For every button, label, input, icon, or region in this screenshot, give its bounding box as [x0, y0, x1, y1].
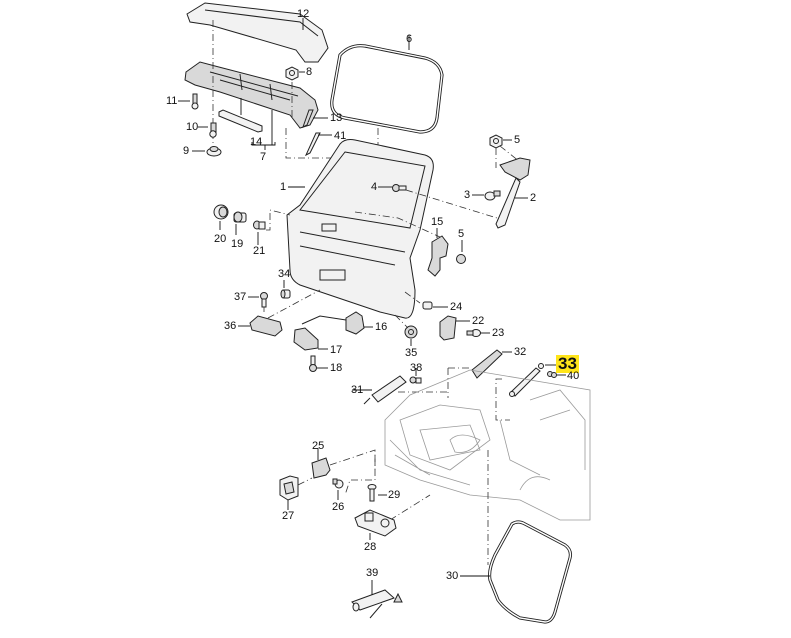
part-41-strip[interactable]: [304, 132, 321, 157]
callout-3[interactable]: 3: [464, 189, 471, 201]
part-16-actuator[interactable]: [301, 311, 365, 335]
dash-line-25: [329, 449, 376, 470]
callout-35[interactable]: 35: [405, 347, 418, 359]
part-28-striker[interactable]: [354, 509, 397, 537]
part-21-bushing[interactable]: [253, 220, 266, 230]
callout-16[interactable]: 16: [375, 321, 388, 333]
part-35-bumper[interactable]: [404, 325, 418, 339]
dash-line-33: [495, 378, 510, 421]
callout-17[interactable]: 17: [330, 344, 343, 356]
part-23-screw[interactable]: [466, 329, 481, 337]
callout-18[interactable]: 18: [330, 362, 343, 374]
callout-31[interactable]: 31: [351, 384, 364, 396]
callout-38[interactable]: 38: [410, 362, 423, 374]
callout-27[interactable]: 27: [282, 510, 295, 522]
callout-4[interactable]: 4: [371, 181, 378, 193]
callout-13[interactable]: 13: [330, 112, 343, 124]
callout-1[interactable]: 1: [280, 181, 287, 193]
dash-line-35: [394, 314, 409, 329]
part-5-nut-top[interactable]: [489, 134, 503, 149]
part-9-grommet[interactable]: [206, 146, 222, 157]
part-11-screw[interactable]: [191, 93, 199, 110]
part-30-tailgate-seal[interactable]: [487, 520, 573, 624]
part-36-handle[interactable]: [249, 315, 283, 337]
callout-30[interactable]: 30: [446, 570, 459, 582]
part-13-clip[interactable]: [302, 109, 314, 129]
callout-41[interactable]: 41: [334, 130, 347, 142]
part-14-strip[interactable]: [218, 109, 263, 133]
part-6-window-seal[interactable]: [330, 44, 444, 134]
callout-20[interactable]: 20: [214, 233, 227, 245]
dash-line-27b: [297, 477, 313, 486]
part-7-bracket[interactable]: [184, 61, 319, 129]
callout-29[interactable]: 29: [388, 489, 401, 501]
part-12-spoiler[interactable]: [186, 2, 329, 63]
callout-9[interactable]: 9: [183, 145, 190, 157]
callout-19[interactable]: 19: [231, 238, 244, 250]
callout-2[interactable]: 2: [530, 192, 537, 204]
part-32-trim[interactable]: [471, 349, 503, 379]
dash-line-4: [405, 189, 498, 219]
part-10-bolt[interactable]: [209, 122, 217, 138]
dash-line-13: [285, 128, 400, 159]
callout-37[interactable]: 37: [234, 291, 247, 303]
dash-line-32: [447, 367, 472, 398]
part-40-ball-stud[interactable]: [547, 371, 557, 378]
part-5-nut-lower[interactable]: [456, 254, 466, 264]
callout-21[interactable]: 21: [253, 245, 266, 257]
callout-6[interactable]: 6: [406, 33, 413, 45]
part-34-bushing[interactable]: [280, 289, 291, 299]
callout-14[interactable]: 14: [250, 136, 263, 148]
callout-8[interactable]: 8: [306, 66, 313, 78]
callout-10[interactable]: 10: [186, 121, 199, 133]
callout-24[interactable]: 24: [450, 301, 463, 313]
part-38-clip[interactable]: [409, 376, 422, 384]
part-29-bolt[interactable]: [367, 484, 377, 502]
callout-5-top[interactable]: 5: [514, 134, 521, 146]
callout-12[interactable]: 12: [297, 8, 310, 20]
callout-5-lower[interactable]: 5: [458, 228, 465, 240]
callout-26[interactable]: 26: [332, 501, 345, 513]
part-33-gas-strut[interactable]: [509, 363, 544, 397]
vehicle-body-outline: [384, 369, 591, 521]
part-19-cylinder[interactable]: [233, 211, 247, 223]
callout-28[interactable]: 28: [364, 541, 377, 553]
part-20-cap[interactable]: [213, 204, 229, 220]
part-15-latch[interactable]: [427, 235, 449, 277]
part-1-tailgate[interactable]: [286, 139, 434, 319]
callout-32[interactable]: 32: [514, 346, 527, 358]
part-2-hinge[interactable]: [495, 157, 531, 229]
callout-36[interactable]: 36: [224, 320, 237, 332]
callout-15[interactable]: 15: [431, 216, 444, 228]
callout-23[interactable]: 23: [492, 327, 505, 339]
callout-40[interactable]: 40: [567, 370, 580, 382]
callout-34[interactable]: 34: [278, 268, 291, 280]
part-39-grease-tube[interactable]: [351, 589, 403, 619]
dash-line-21: [266, 209, 291, 231]
part-3-bolt[interactable]: [484, 190, 501, 201]
part-8-nut[interactable]: [285, 66, 299, 81]
part-24-sleeve[interactable]: [422, 301, 433, 310]
part-18-screw[interactable]: [309, 355, 317, 372]
part-31-strut[interactable]: [363, 375, 407, 405]
callout-33-highlighted[interactable]: 33: [556, 354, 579, 373]
part-4-bolt[interactable]: [392, 184, 407, 192]
callout-11[interactable]: 11: [166, 95, 178, 107]
dash-line-24: [404, 291, 421, 304]
dash-line-15: [354, 211, 441, 238]
dash-line-5a: [495, 145, 521, 168]
part-25-bracket[interactable]: [311, 457, 331, 479]
part-37-screw[interactable]: [260, 292, 268, 308]
dash-line-27: [344, 455, 376, 496]
callout-7[interactable]: 7: [260, 151, 267, 163]
part-26-screw[interactable]: [332, 478, 344, 489]
callout-39[interactable]: 39: [366, 567, 379, 579]
callout-25[interactable]: 25: [312, 440, 325, 452]
part-17-lock[interactable]: [293, 327, 319, 351]
part-22-pad[interactable]: [439, 315, 457, 341]
leader-7-14-bracket: [251, 110, 276, 150]
dash-line-37: [263, 289, 321, 319]
part-27-cover[interactable]: [279, 475, 299, 501]
callout-22[interactable]: 22: [472, 315, 485, 327]
